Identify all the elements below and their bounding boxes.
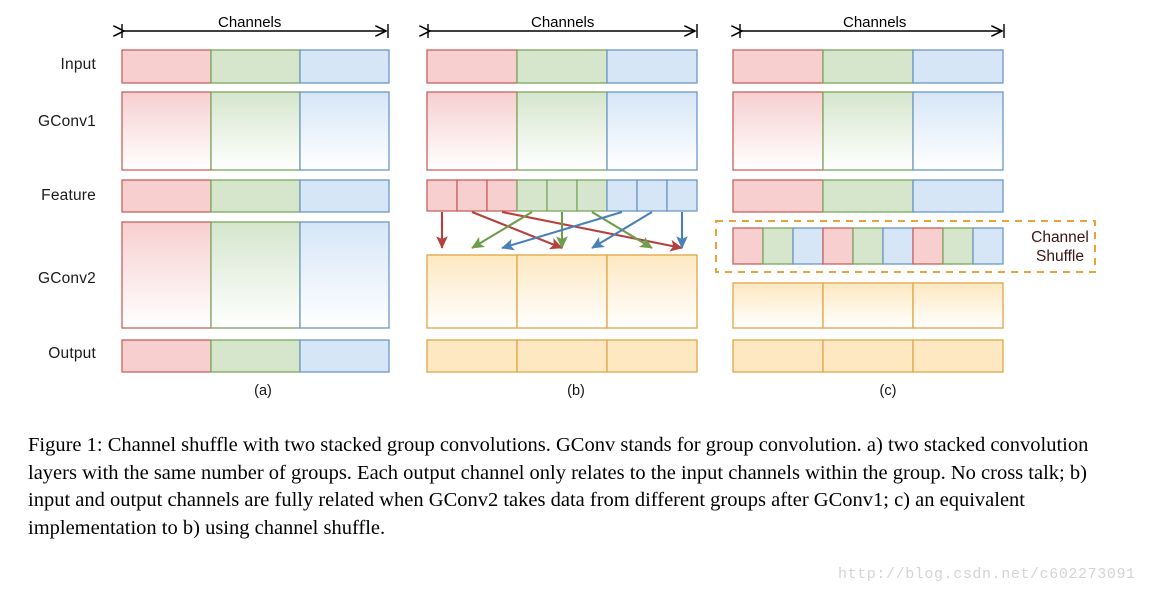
panel-label-c: (c) [879, 383, 897, 399]
channels-arrow-a [122, 24, 389, 38]
panel-label-b: (b) [567, 383, 585, 399]
panel-c-row-gconv2 [732, 282, 1004, 329]
panel-b-shuffle-arrows [436, 210, 688, 252]
panel-c-row-gconv1 [732, 91, 1004, 171]
channels-arrow-b [428, 24, 698, 38]
panel-b-row-input [426, 49, 698, 84]
channels-arrow-c [740, 24, 1005, 38]
watermark: http://blog.csdn.net/c602273091 [838, 566, 1136, 583]
channel-shuffle-box [715, 220, 1096, 273]
panel-b-row-gconv1 [426, 91, 698, 171]
panel-c-row-shuffled-cells [732, 227, 1004, 265]
panel-label-a: (a) [254, 383, 272, 399]
row-label-feature: Feature [41, 187, 96, 204]
figure-caption: Figure 1: Channel shuffle with two stack… [28, 434, 1089, 539]
channel-shuffle-label: Channel Shuffle [1005, 228, 1115, 266]
row-label-input: Input [60, 56, 96, 73]
panel-a-row-output [121, 339, 390, 373]
panel-b [426, 49, 698, 373]
channel-shuffle-line1: Channel [1031, 229, 1089, 246]
channel-shuffle-line2: Shuffle [1036, 248, 1084, 265]
panel-b-row-feature-cells [426, 179, 698, 212]
row-label-output: Output [48, 345, 96, 362]
panel-a-row-feature [121, 179, 390, 213]
row-label-gconv2: GConv2 [37, 270, 96, 287]
panel-a [121, 49, 390, 373]
panel-a-row-input [121, 49, 390, 84]
panel-a-row-gconv1 [121, 91, 390, 171]
panel-b-row-gconv2 [426, 254, 698, 329]
panel-a-row-gconv2 [121, 221, 390, 329]
panel-c-row-input [732, 49, 1004, 84]
panel-c [715, 49, 1096, 373]
panel-b-row-output [426, 339, 698, 373]
panel-c-row-output [732, 339, 1004, 373]
diagram-svg [0, 24, 1096, 373]
row-label-gconv1: GConv1 [37, 113, 96, 130]
panel-c-row-feature [732, 179, 1004, 213]
